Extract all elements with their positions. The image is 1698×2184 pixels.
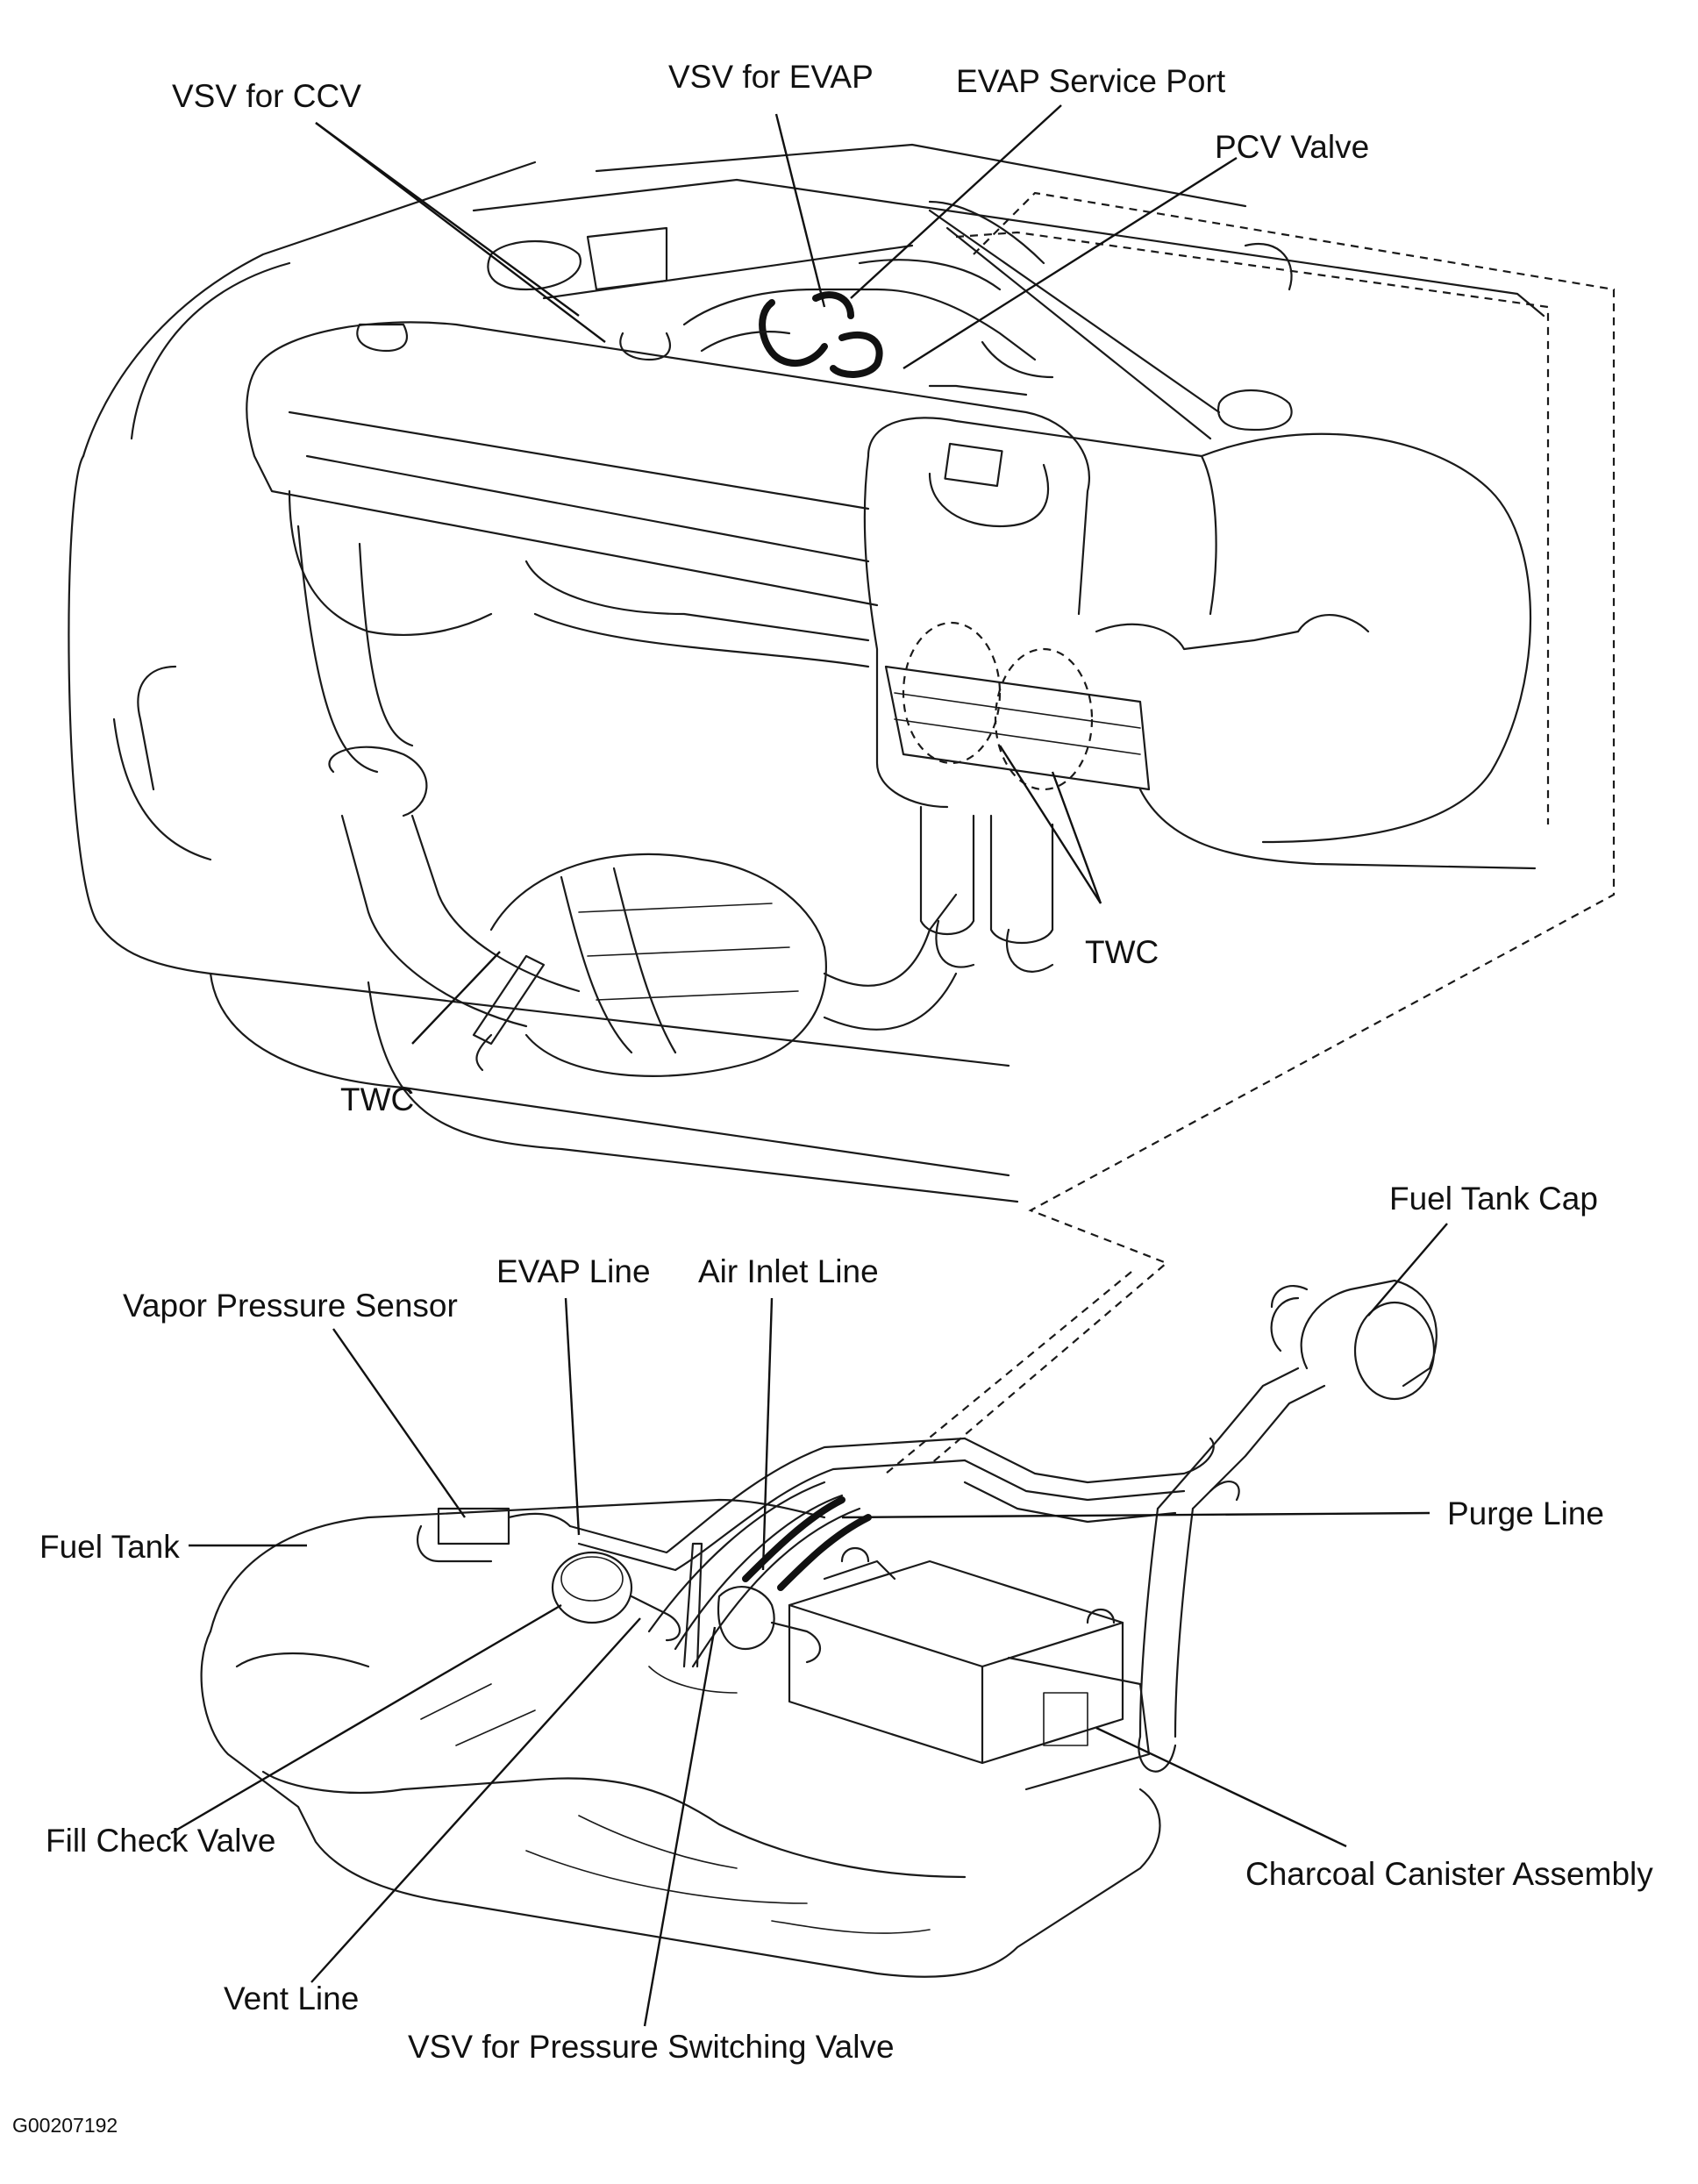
label-vsv-ccv: VSV for CCV [172, 78, 361, 114]
label-evap-service-port: EVAP Service Port [956, 63, 1226, 99]
leader-lines [170, 104, 1448, 2027]
leader-evap-service-port [850, 104, 1062, 299]
leader-charcoal-canister [1095, 1726, 1347, 1848]
label-vapor-pressure-sensor: Vapor Pressure Sensor [123, 1288, 458, 1324]
label-vent-line: Vent Line [224, 1981, 360, 2016]
leader-fuel-tank-cap [1367, 1223, 1448, 1317]
leader-vsv-ccv-2 [315, 122, 606, 343]
label-fuel-tank: Fuel Tank [39, 1529, 180, 1565]
leader-vsv-pressure-switching [643, 1626, 717, 2027]
label-pcv-valve: PCV Valve [1215, 129, 1370, 165]
label-vsv-evap: VSV for EVAP [668, 59, 874, 95]
leader-twc-right-1 [998, 745, 1102, 904]
figure-reference-code: G00207192 [12, 2114, 118, 2137]
connector-dashes [885, 191, 1616, 1474]
leader-twc-right-2 [1051, 771, 1102, 904]
label-vsv-pressure-switching-valve: VSV for Pressure Switching Valve [408, 2029, 895, 2065]
leader-purge-line [841, 1511, 1430, 1519]
leader-evap-line [564, 1297, 581, 1536]
leader-twc-left [411, 951, 501, 1045]
label-purge-line: Purge Line [1447, 1495, 1604, 1531]
label-charcoal-canister-assembly: Charcoal Canister Assembly [1245, 1856, 1653, 1892]
label-twc-right: TWC [1085, 934, 1159, 970]
label-evap-line: EVAP Line [496, 1253, 651, 1289]
leader-fill-check-valve [170, 1603, 562, 1835]
label-air-inlet-line: Air Inlet Line [698, 1253, 879, 1289]
label-twc-left: TWC [340, 1081, 415, 1117]
label-fuel-tank-cap: Fuel Tank Cap [1389, 1181, 1598, 1217]
label-fill-check-valve: Fill Check Valve [46, 1823, 276, 1859]
leader-vsv-evap [774, 113, 826, 308]
leader-vapor-pressure-sensor [332, 1328, 466, 1518]
leader-air-inlet-line [761, 1297, 774, 1571]
leader-pcv-valve [903, 156, 1238, 370]
engine-bay-drawing [68, 143, 1545, 1203]
fuel-tank-drawing [200, 1279, 1438, 1978]
leader-vent-line [310, 1617, 641, 1983]
